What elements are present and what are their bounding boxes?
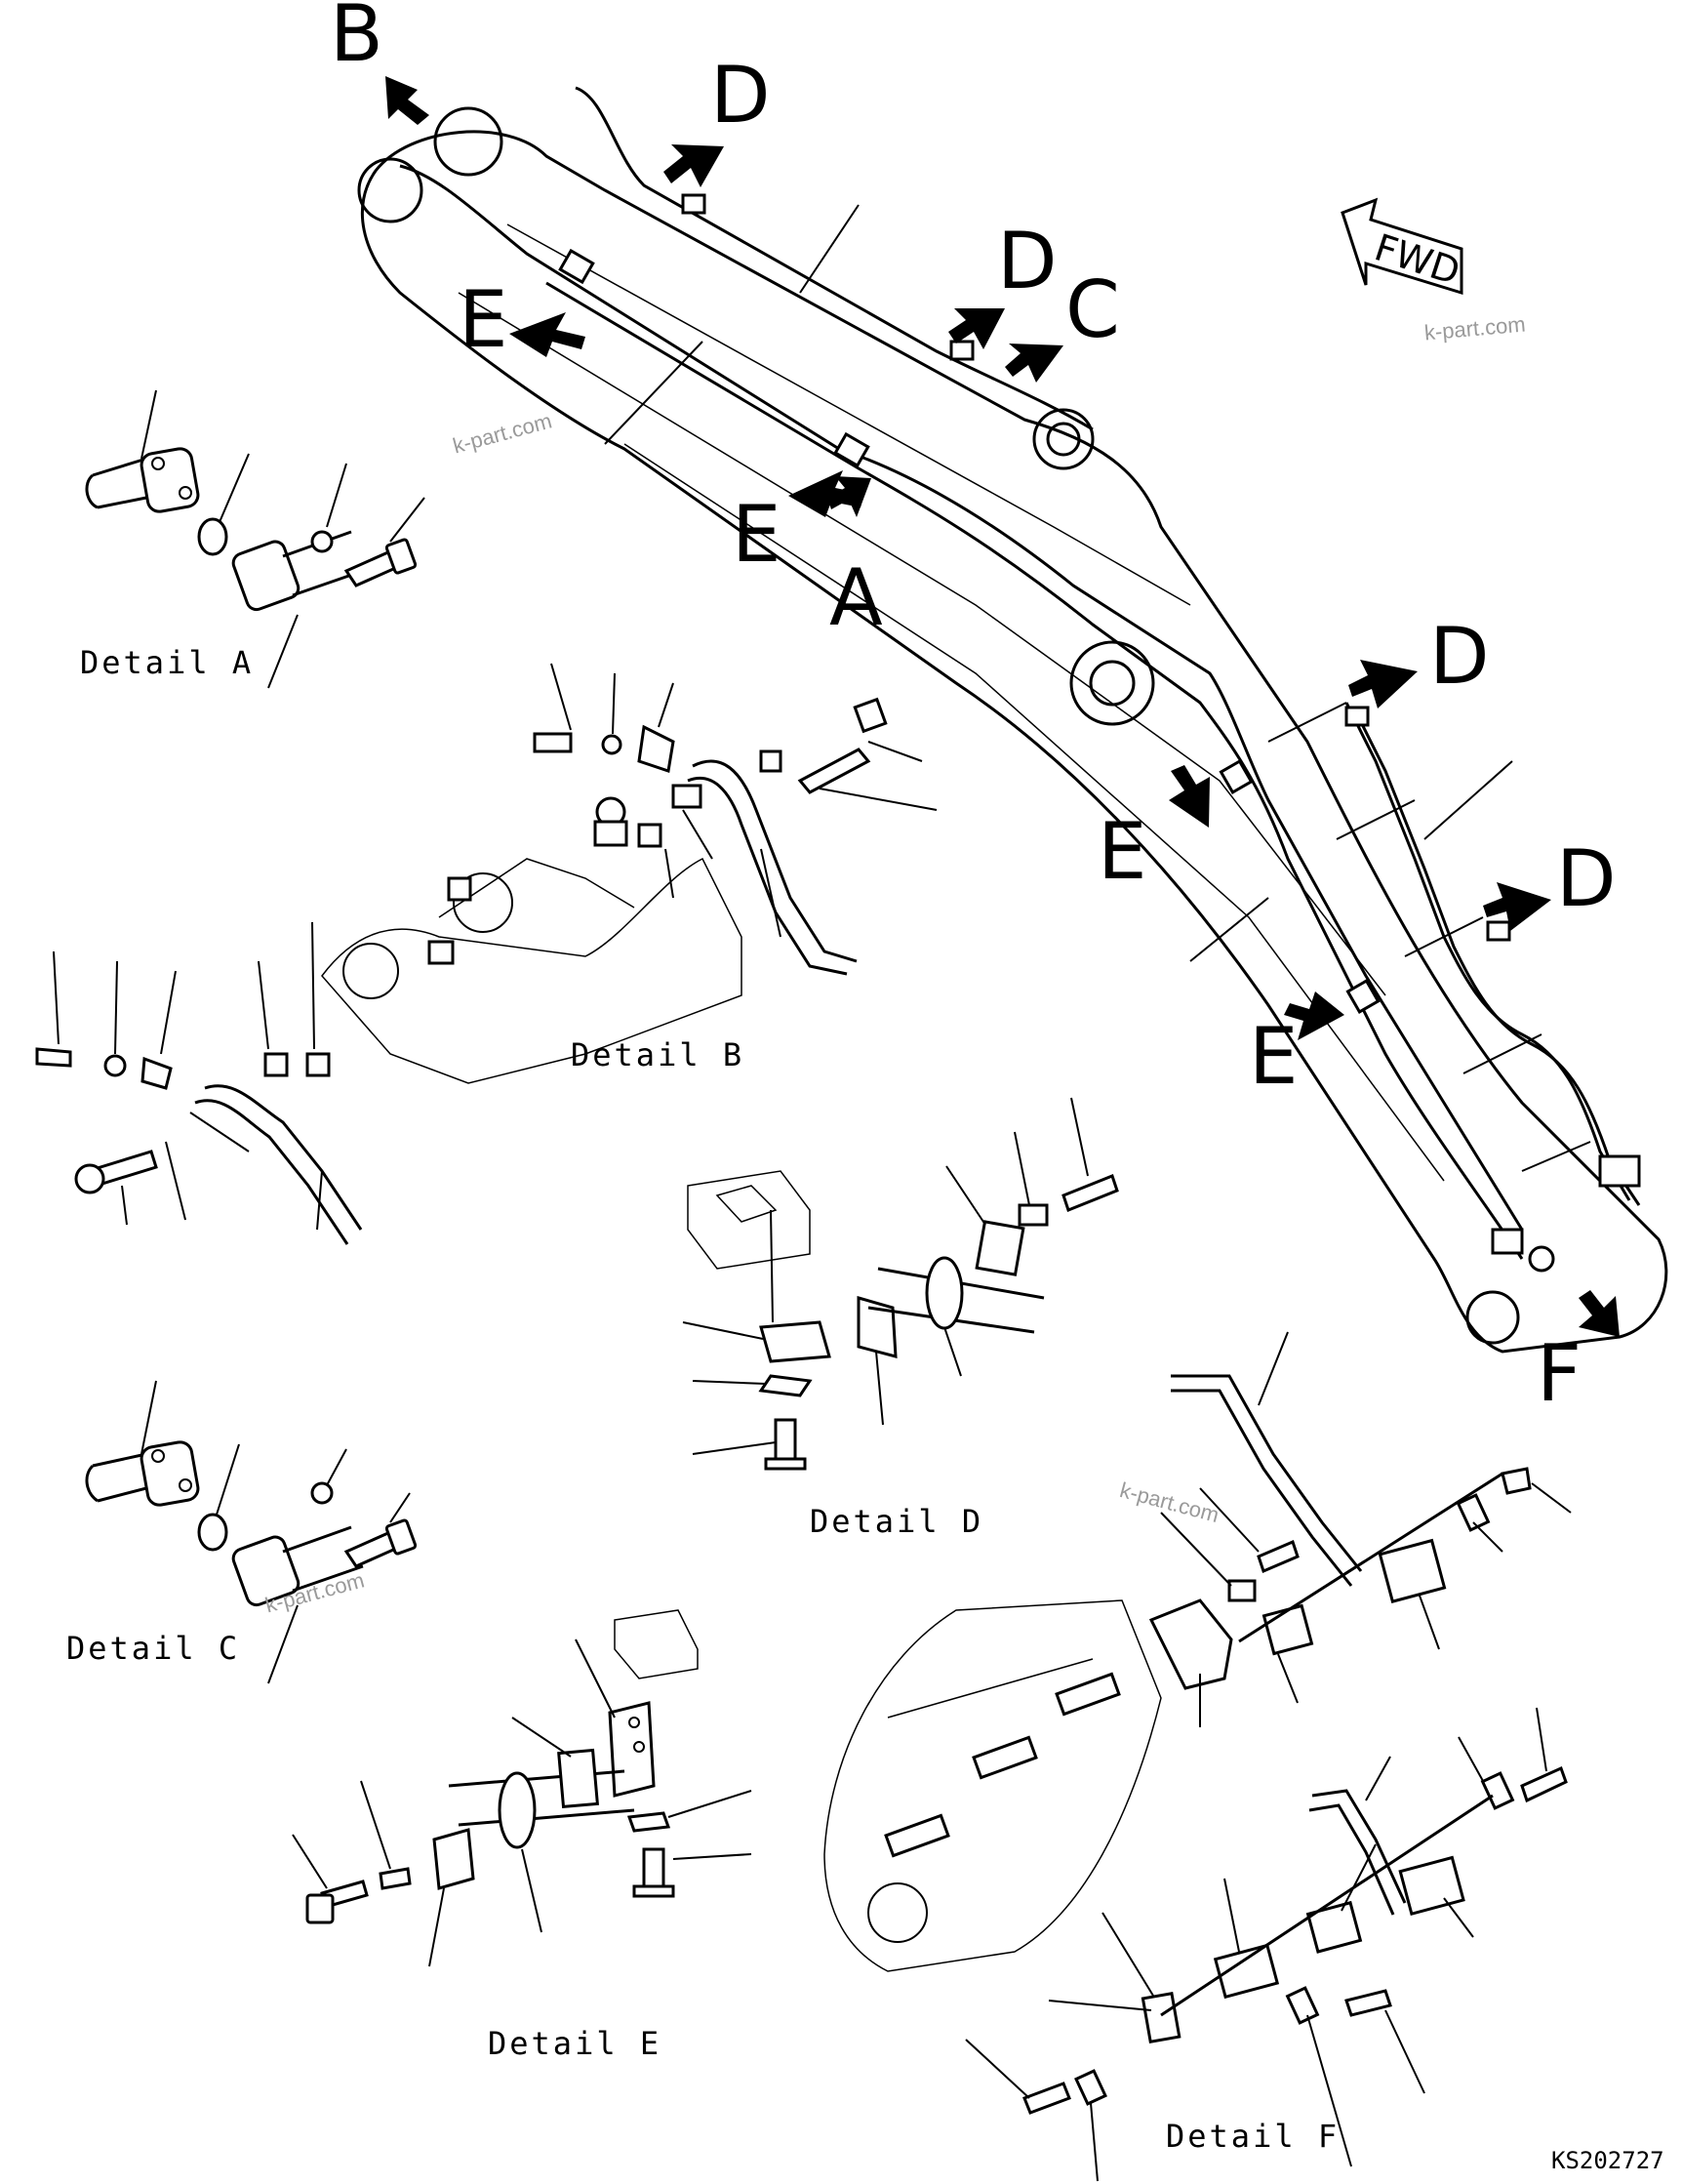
detail-f-title: Detail F: [1166, 2118, 1340, 2155]
detail-d-title: Detail D: [810, 1503, 983, 1540]
leader-arrow-icon: [509, 312, 585, 357]
direction-arrow-icon: [1341, 197, 1463, 296]
callout-arrows: [385, 76, 1620, 1337]
detail-c-title: Detail C: [66, 1630, 240, 1667]
detail-d: Detail D: [682, 1097, 1119, 1540]
callout-b: B: [330, 0, 383, 79]
watermark-1: k-part.com: [450, 408, 554, 458]
forward-direction-indicator: FWD: [1341, 197, 1465, 296]
callout-d-right-1: D: [1429, 611, 1490, 702]
callout-d-top-2: D: [997, 216, 1058, 306]
callout-f: F: [1537, 1328, 1582, 1419]
detail-a: Detail A: [80, 389, 425, 689]
detail-e: Detail E: [292, 1609, 752, 2062]
watermark-3: k-part.com: [1423, 311, 1527, 344]
leader-arrow-icon: [1579, 1290, 1620, 1337]
callout-letters: B D D C E E A D E D E F: [330, 0, 1617, 1419]
leader-arrow-icon: [1483, 882, 1551, 931]
leader-arrow-icon: [788, 470, 864, 517]
watermark-4: k-part.com: [1117, 1477, 1221, 1527]
drawing-code: KS202727: [1551, 2147, 1664, 2174]
leader-arrow-icon: [385, 76, 429, 125]
callout-e-mid: E: [732, 489, 781, 580]
detail-a-title: Detail A: [80, 644, 254, 681]
leader-arrow-icon: [1348, 660, 1418, 708]
leader-arrow-icon: [1169, 765, 1210, 828]
leader-arrow-icon: [1284, 991, 1344, 1040]
detail-b: Detail B: [35, 663, 938, 1245]
boom-assembly: [357, 86, 1668, 1354]
callout-a: A: [829, 552, 883, 643]
callout-d-top-1: D: [710, 50, 771, 141]
leader-arrow-icon: [827, 476, 871, 517]
callout-c: C: [1065, 264, 1120, 355]
detail-b-title: Detail B: [571, 1036, 744, 1073]
leader-arrow-icon: [663, 144, 724, 187]
callout-e-right-2: E: [1249, 1011, 1299, 1102]
detail-c: Detail C: [66, 1380, 418, 1684]
detail-e-title: Detail E: [488, 2025, 661, 2062]
detail-f: Detail F: [823, 1331, 1572, 2182]
callout-e-top: E: [459, 274, 508, 365]
callout-d-right-2: D: [1556, 833, 1617, 924]
leader-arrow-icon: [1005, 344, 1063, 383]
leader-arrow-icon: [948, 308, 1005, 349]
callout-e-right-1: E: [1098, 806, 1147, 897]
